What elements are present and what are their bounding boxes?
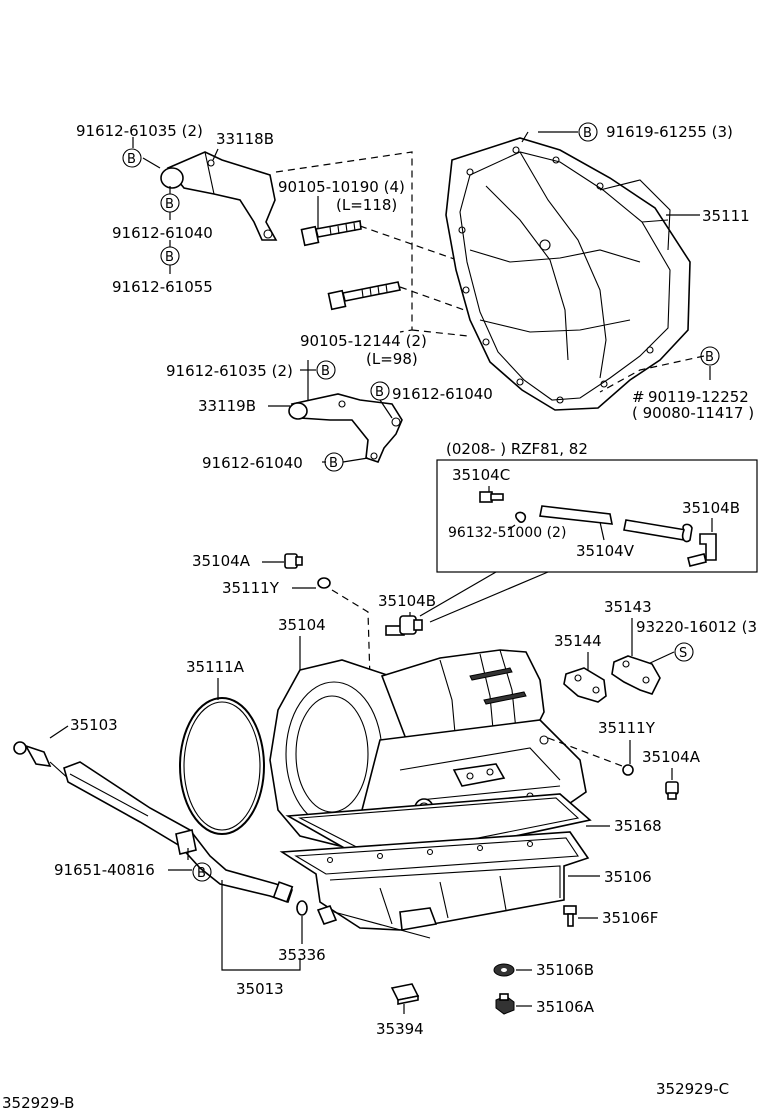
label-35336: 35336 [278, 946, 326, 964]
code-left: 352929-B [2, 1094, 74, 1112]
marker-b-icon: B [700, 346, 720, 366]
converter-housing-35111-drawing [445, 137, 691, 411]
label-35144: 35144 [554, 632, 602, 650]
o-ring-35111a-drawing [179, 697, 265, 835]
plug-35104a-right-drawing [665, 781, 679, 800]
label-35111a: 35111A [186, 658, 245, 676]
label-35104v: 35104V [576, 542, 635, 560]
label-90105-10190: 90105-10190 (4) [278, 178, 405, 196]
label-35106: 35106 [604, 868, 652, 886]
label-91612-61035-mid: 91612-61035 (2) [166, 362, 293, 380]
fitting-35104b-inset-drawing [681, 523, 717, 567]
marker-b-icon: B [370, 381, 390, 401]
magnet-35394-drawing [390, 983, 420, 1005]
bolt-35106f-drawing [563, 905, 577, 927]
marker-b-icon: B [160, 193, 180, 213]
marker-b-icon: B [122, 148, 142, 168]
marker-b-icon: B [316, 360, 336, 380]
label-90105-12144: 90105-12144 (2) [300, 332, 427, 350]
label-90119-12252: 90119-12252 [648, 388, 749, 406]
inset-box [436, 459, 758, 573]
tube-fitting-drawing [316, 905, 431, 939]
label-35168: 35168 [614, 817, 662, 835]
svg-text:B: B [165, 197, 174, 212]
label-96132-51000: 96132-51000 (2) [448, 525, 566, 541]
marker-b-icon: B [160, 246, 180, 266]
label-35104: 35104 [278, 616, 326, 634]
marker-b-icon: B [192, 862, 212, 882]
oil-pan-35106-drawing [279, 831, 590, 931]
label-33119b: 33119B [198, 397, 256, 415]
washer-35106b-drawing [493, 963, 515, 977]
label-35103: 35103 [70, 716, 118, 734]
label-91619-61255: 91619-61255 (3) [606, 123, 733, 141]
label-35106b: 35106B [536, 961, 594, 979]
o-ring-35111y-top-drawing [317, 577, 331, 589]
connector-35104c-drawing [479, 491, 504, 503]
svg-text:B: B [583, 126, 592, 141]
label-91651-40816: 91651-40816 [54, 861, 155, 879]
label-35111: 35111 [702, 207, 750, 225]
drain-plug-35106a-drawing [495, 993, 515, 1015]
marker-b-icon: B [324, 452, 344, 472]
label-length-98: (L=98) [366, 350, 418, 368]
label-35111y-right: 35111Y [598, 719, 656, 737]
o-ring-35336-drawing [296, 900, 308, 916]
marker-s-icon: S [674, 642, 694, 662]
plate-35143-drawing [611, 655, 661, 695]
svg-text:B: B [127, 152, 136, 167]
label-91612-61040-top: 91612-61040 [112, 224, 213, 242]
bolt-90105-12144-drawing [327, 281, 401, 311]
label-35104b: 35104B [378, 592, 436, 610]
filler-tube-35013-drawing [63, 761, 294, 904]
svg-text:B: B [375, 385, 384, 400]
label-91612-61040-mid: 91612-61040 [392, 385, 493, 403]
svg-text:B: B [705, 350, 714, 365]
label-35111y-top: 35111Y [222, 579, 280, 597]
clip-96132-51000-drawing [515, 511, 527, 523]
label-35104c: 35104C [452, 466, 510, 484]
label-hash: # [632, 388, 645, 406]
fitting-35104b-drawing [385, 615, 423, 636]
bracket-33119b-drawing [288, 393, 403, 463]
label-35106a: 35106A [536, 998, 595, 1016]
label-length-118: (L=118) [336, 196, 397, 214]
svg-text:B: B [165, 250, 174, 265]
label-91612-61035-top: 91612-61035 (2) [76, 122, 203, 140]
label-33118b: 33118B [216, 130, 274, 148]
hose-35104v-drawing [539, 505, 687, 541]
label-35104a-right: 35104A [642, 748, 701, 766]
label-35013: 35013 [236, 980, 284, 998]
label-91612-61040-bottom: 91612-61040 [202, 454, 303, 472]
plug-35104a-top-drawing [284, 553, 303, 569]
svg-text:B: B [329, 456, 338, 471]
plate-35144-drawing [563, 667, 607, 703]
marker-b-icon: B [578, 122, 598, 142]
label-35143: 35143 [604, 598, 652, 616]
label-rzf81-82: (0208- ) RZF81, 82 [446, 440, 588, 458]
label-35104b-inset: 35104B [682, 499, 740, 517]
svg-text:B: B [321, 364, 330, 379]
bracket-33118b-drawing [160, 151, 278, 241]
label-35104a-top: 35104A [192, 552, 251, 570]
label-35106f: 35106F [602, 909, 658, 927]
label-90080-11417: ( 90080-11417 ) [632, 404, 754, 422]
label-93220-16012: 93220-16012 (3 [636, 618, 757, 636]
label-35394: 35394 [376, 1020, 424, 1038]
o-ring-35111y-right-drawing [622, 764, 634, 776]
bolt-90105-10190-drawing [300, 220, 362, 247]
svg-text:B: B [197, 866, 206, 881]
svg-text:S: S [679, 646, 687, 661]
label-91612-61055: 91612-61055 [112, 278, 213, 296]
code-right: 352929-C [656, 1080, 729, 1098]
